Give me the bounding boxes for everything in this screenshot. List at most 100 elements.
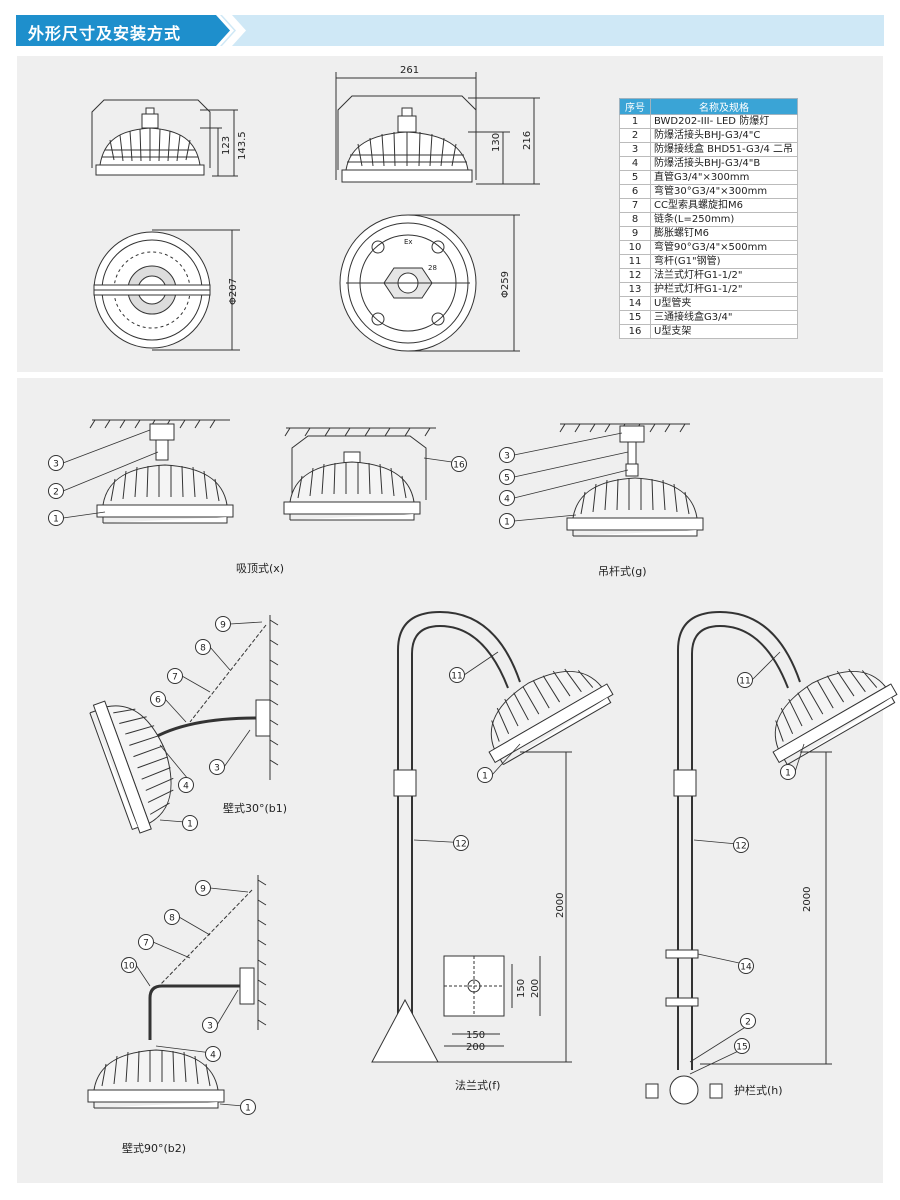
callout-flange-label: 12 [455, 840, 466, 850]
callout-wall90-label: 9 [200, 885, 206, 895]
callout-leader [513, 514, 577, 522]
callout-ubracket-label: 16 [453, 461, 465, 471]
callout-circle [195, 639, 211, 655]
callout-circle [477, 767, 493, 783]
callout-circle [499, 513, 515, 529]
callout-leader [513, 432, 623, 456]
callout-pendant-label: 3 [504, 452, 510, 462]
callout-leader [513, 469, 629, 499]
callout-leader [164, 698, 187, 723]
top-view-small [93, 229, 240, 351]
callout-rail-label: 14 [740, 963, 752, 973]
dim-dia-large-label: Φ259 [500, 271, 511, 298]
section-header: 外形尺寸及安装方式 [16, 15, 884, 46]
callout-wall30-label: 4 [183, 782, 189, 792]
dim-h2-large-label: 216 [522, 131, 533, 150]
caption-rail: 护栏式(h) [734, 1084, 783, 1097]
side-view-small [91, 99, 238, 177]
callout-leader [178, 916, 211, 936]
callout-leader [513, 451, 629, 478]
callout-circle [780, 764, 796, 780]
callout-wall90-label: 8 [169, 914, 175, 924]
callout-rail-label: 15 [736, 1043, 747, 1053]
callout-pendant-label: 5 [504, 474, 510, 484]
callout-leader [216, 989, 239, 1026]
dim-dia-small-label: Φ207 [228, 278, 239, 305]
callout-ceiling-label: 3 [53, 460, 59, 470]
callout-wall90-label: 7 [143, 939, 149, 949]
svg-text:Ex: Ex [404, 238, 413, 246]
callout-circle [734, 1038, 750, 1054]
callout-wall30-label: 1 [187, 820, 193, 830]
rail-pole-drawing [645, 610, 900, 1105]
callout-circle [48, 483, 64, 499]
u-bracket-drawing [283, 427, 436, 521]
callout-circle [737, 672, 753, 688]
header-bar [16, 15, 884, 46]
callout-leader [62, 429, 151, 464]
dim-h2-label: 143.5 [237, 131, 248, 160]
callout-circle [164, 909, 180, 925]
callout-leader [181, 675, 211, 693]
callout-circle [499, 490, 515, 506]
side-view-large [335, 72, 540, 185]
callout-pendant-label: 1 [504, 518, 510, 528]
callout-circle [740, 1013, 756, 1029]
parts-table-header: 序号 名称及规格 [619, 98, 798, 115]
callout-circle [121, 957, 137, 973]
callout-rail-label: 1 [785, 769, 791, 779]
callout-leader [135, 964, 151, 987]
caption-pendant: 吊杆式(g) [598, 565, 647, 578]
callout-circle [48, 510, 64, 526]
callout-ceiling-label: 2 [53, 488, 59, 498]
callout-leader [62, 511, 106, 519]
callout-leader [209, 646, 231, 671]
ceiling-mount-drawing [89, 419, 234, 524]
callout-flange-label: 1 [482, 772, 488, 782]
callout-circle [449, 667, 465, 683]
callout-circle [205, 1046, 221, 1062]
dimension-drawings: 123 143.5 Φ207 [91, 65, 540, 352]
flange-pole-drawing [371, 610, 617, 1063]
callout-circle [195, 880, 211, 896]
callout-circle [451, 456, 467, 472]
callout-circle [182, 815, 198, 831]
callout-rail-label: 12 [735, 842, 746, 852]
callout-circle [202, 1017, 218, 1033]
col-no-header: 序号 [619, 98, 651, 115]
flange-w-outer-label: 200 [466, 1042, 485, 1053]
caption-wall30: 壁式30°(b1) [223, 802, 288, 815]
caption-flange: 法兰式(f) [455, 1079, 501, 1092]
pendant-mount-drawing [559, 423, 704, 537]
callout-circle [215, 616, 231, 632]
callout-circle [499, 469, 515, 485]
dim-h1-large-label: 130 [491, 133, 502, 152]
callout-wall30-label: 7 [172, 673, 178, 683]
flange-w-inner-label: 150 [466, 1030, 485, 1041]
callout-leader [794, 743, 805, 773]
callout-leader [223, 729, 251, 768]
callout-leader [152, 941, 191, 959]
flange-h-outer-label: 200 [530, 979, 541, 998]
callout-circle [167, 668, 183, 684]
callout-wall90-label: 10 [123, 962, 135, 972]
pole-height-f-label: 2000 [555, 893, 566, 918]
callout-wall30-label: 9 [220, 621, 226, 631]
callout-circle [209, 759, 225, 775]
callout-circle [453, 835, 469, 851]
callout-wall90-label: 1 [245, 1104, 251, 1114]
callout-wall90-label: 4 [210, 1051, 216, 1061]
callout-wall30-label: 6 [155, 696, 161, 706]
callout-circle [138, 934, 154, 950]
wall-30-drawing [87, 615, 279, 836]
caption-ceiling: 吸顶式(x) [236, 562, 285, 575]
callout-leader [209, 887, 249, 893]
